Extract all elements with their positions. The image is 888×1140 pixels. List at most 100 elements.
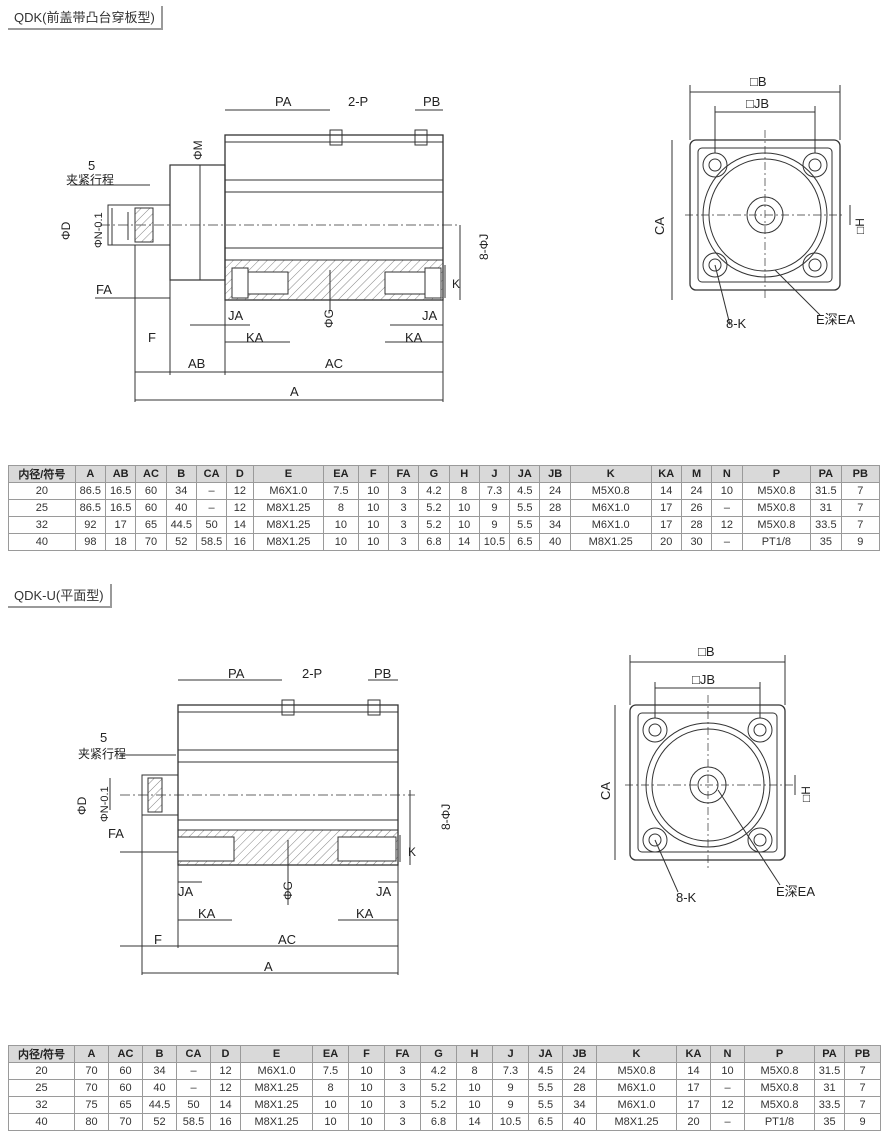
table-cell: 24 [562, 1062, 597, 1080]
table-cell: 3 [387, 499, 420, 517]
label-ja-left: JA [178, 884, 194, 899]
table-cell: – [711, 499, 743, 517]
table-cell: M5X0.8 [744, 1096, 815, 1114]
table-cell: 3 [384, 1096, 421, 1114]
table-cell: 30 [680, 533, 713, 551]
table-cell: 60 [108, 1062, 143, 1080]
table-cell: 10 [312, 1113, 349, 1131]
table-cell: M8X1.25 [240, 1079, 313, 1097]
label-phi-d: ΦD [75, 796, 89, 815]
table-header-cell: AB [104, 465, 137, 483]
table-cell: 7.5 [323, 482, 359, 500]
table-header-cell: A [74, 465, 107, 483]
table-cell: 3 [384, 1062, 421, 1080]
table-cell: 44.5 [165, 516, 197, 534]
table-cell: 17 [676, 1096, 711, 1114]
label-f: F [154, 932, 162, 947]
front-label-ca: CA [652, 217, 667, 235]
table-header-cell: P [744, 1045, 815, 1063]
table-cell: – [195, 499, 228, 517]
label-ja-right: JA [422, 308, 438, 323]
table-cell: 10 [357, 499, 389, 517]
table-cell: 26 [680, 499, 713, 517]
table-cell: 35 [810, 533, 842, 551]
section2-side-view-drawing: PA 2-P PB 5 夹紧行程 ΦD ΦN-0.1 8-ΦJ K FA JA … [75, 666, 453, 975]
table-cell: 17 [650, 516, 682, 534]
front-label-jb: □JB [692, 672, 715, 687]
table-cell: 80 [74, 1113, 109, 1131]
table-cell: 7 [840, 499, 881, 517]
table-cell: 10.5 [478, 533, 511, 551]
table-cell: PT1/8 [744, 1113, 815, 1131]
label-a: A [290, 384, 299, 399]
table-cell: 40 [165, 499, 197, 517]
table-header-cell: KA [650, 465, 682, 483]
table-cell: 14 [210, 1096, 241, 1114]
table-cell: 9 [492, 1079, 529, 1097]
table-cell: M5X0.8 [741, 499, 812, 517]
table-header-cell: D [226, 465, 254, 483]
table-cell: 3 [384, 1079, 421, 1097]
table-header-cell: K [596, 1045, 677, 1063]
table-cell: 9 [844, 1113, 881, 1131]
front-label-h: □H [799, 786, 813, 802]
table-cell: 10 [711, 482, 743, 500]
table-cell: 16 [210, 1113, 241, 1131]
table-cell: 10 [312, 1096, 349, 1114]
table-cell: 14 [650, 482, 682, 500]
table-cell: 31.5 [810, 482, 842, 500]
table-cell: M8X1.25 [252, 516, 325, 534]
table-cell: M6X1.0 [596, 1079, 677, 1097]
table-cell: 35 [814, 1113, 845, 1131]
table-cell: 34 [165, 482, 197, 500]
table-cell: 86.5 [74, 482, 107, 500]
table-cell: 7.3 [492, 1062, 529, 1080]
front-label-8-k: 8-K [726, 316, 747, 331]
table-cell: 40 [539, 533, 571, 551]
table-header-cell: AC [135, 465, 167, 483]
table-cell: 70 [74, 1079, 109, 1097]
table-header-cell: EA [312, 1045, 349, 1063]
label-phi-d: ΦD [59, 221, 73, 240]
table-cell: 14 [676, 1062, 711, 1080]
table-cell: 8 [323, 499, 359, 517]
table-cell: 16.5 [104, 482, 137, 500]
table-cell: M6X1.0 [569, 516, 652, 534]
table-cell: 32 [8, 1096, 75, 1114]
table-cell: 75 [74, 1096, 109, 1114]
table-cell: M6X1.0 [596, 1096, 677, 1114]
table-cell: 14 [456, 1113, 493, 1131]
table-cell: 33.5 [810, 516, 842, 534]
table-cell: 5.2 [420, 1079, 457, 1097]
table-header-cell: J [478, 465, 511, 483]
table-header-cell: PB [844, 1045, 881, 1063]
table-header-cell: N [711, 465, 743, 483]
front-label-b: □B [698, 644, 715, 659]
table-cell: M8X1.25 [252, 533, 325, 551]
table-cell: 44.5 [142, 1096, 177, 1114]
table-cell: M5X0.8 [744, 1062, 815, 1080]
table-cell: 20 [8, 1062, 75, 1080]
table-cell: 8 [312, 1079, 349, 1097]
table-cell: 32 [8, 516, 76, 534]
table-cell: 12 [710, 1096, 745, 1114]
table-cell: 12 [711, 516, 743, 534]
table-cell: 7 [844, 1096, 881, 1114]
table-cell: 10 [348, 1079, 385, 1097]
table-cell: 3 [387, 516, 420, 534]
label-ka-left: KA [246, 330, 264, 345]
table-cell: 52 [165, 533, 197, 551]
table-header-cell: FA [387, 465, 420, 483]
front-label-8-k: 8-K [676, 890, 697, 905]
table-cell: 16 [226, 533, 254, 551]
table-cell: 7 [840, 516, 881, 534]
label-5: 5 [88, 158, 95, 173]
table-header-cell: CA [195, 465, 228, 483]
label-ka-right: KA [356, 906, 374, 921]
table-header-cell: K [569, 465, 652, 483]
table-cell: – [176, 1062, 211, 1080]
table-cell: 10 [357, 516, 389, 534]
table-header-cell: N [710, 1045, 745, 1063]
